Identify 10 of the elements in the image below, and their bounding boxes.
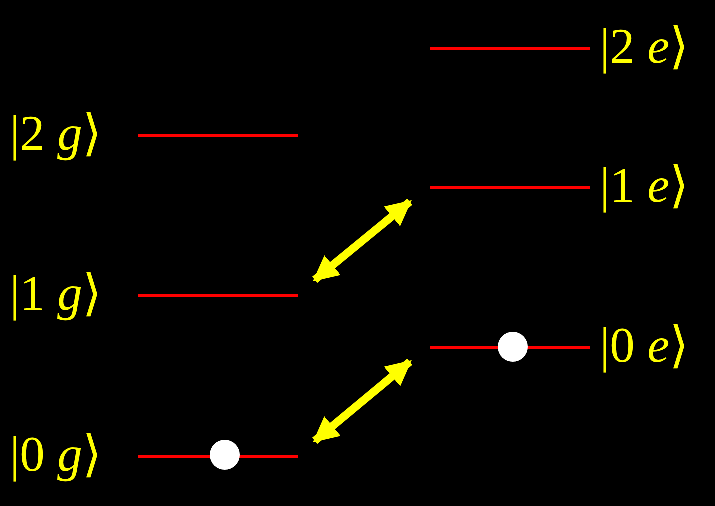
state-label: |0 e⟩	[600, 316, 690, 375]
state-label: |2 g⟩	[10, 104, 103, 163]
population-dot	[210, 440, 240, 470]
state-label: |1 g⟩	[10, 264, 103, 323]
state-label: |1 e⟩	[600, 156, 690, 215]
double-arrow	[312, 358, 413, 444]
population-dot	[498, 332, 528, 362]
double-arrow	[312, 198, 413, 284]
state-label: |2 e⟩	[600, 16, 690, 76]
state-label: |0 g⟩	[10, 425, 103, 484]
